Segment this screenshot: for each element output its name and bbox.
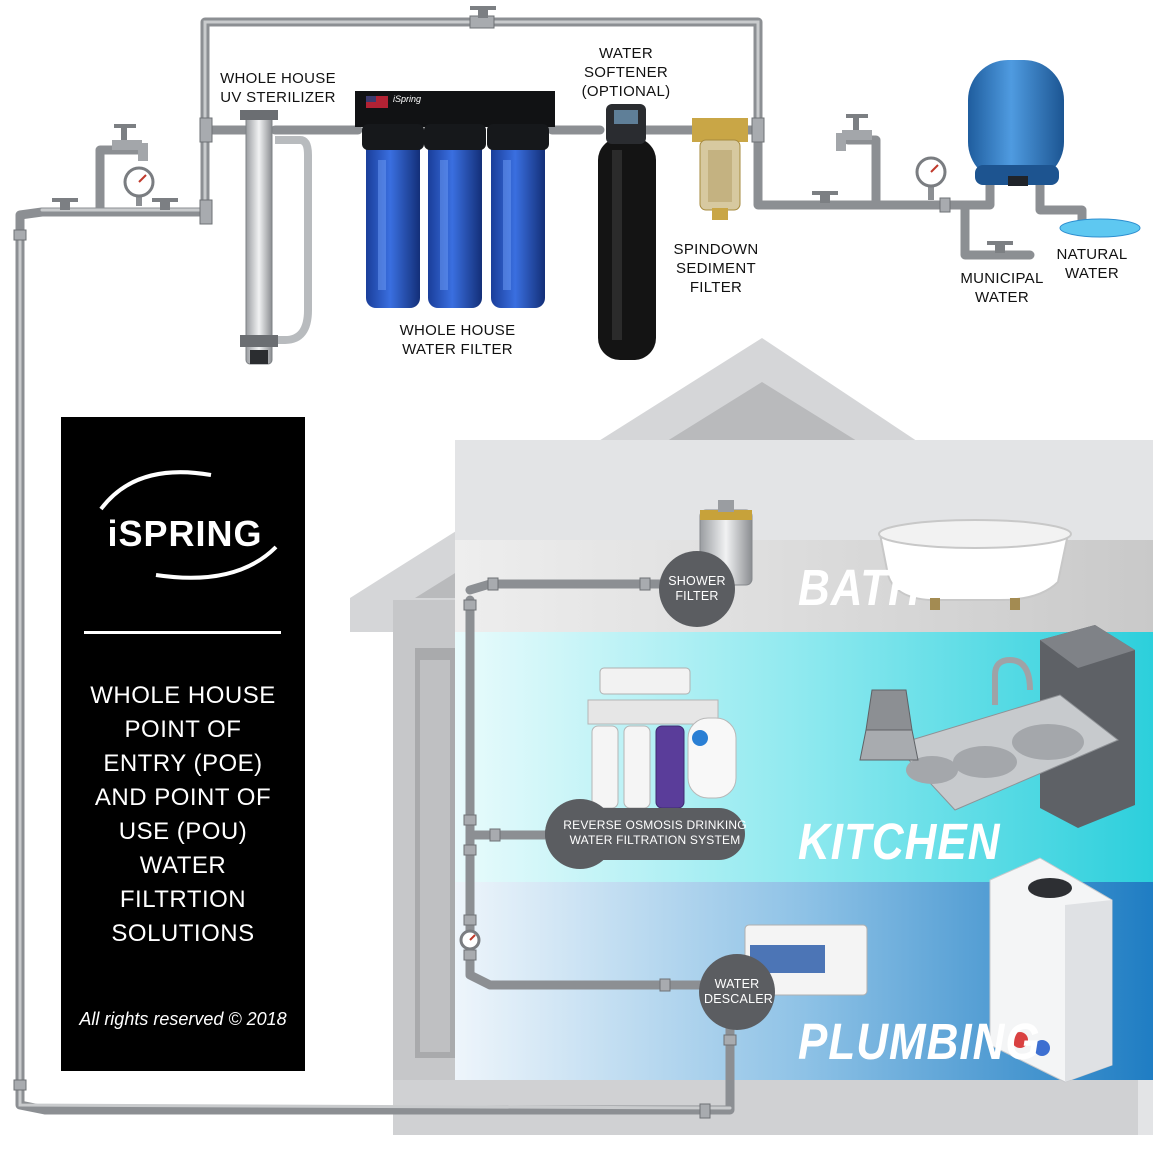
bathtub <box>878 519 1072 610</box>
spindown-filter-label: SPINDOWN SEDIMENT FILTER <box>673 241 759 296</box>
natural-water-pool <box>1059 218 1141 238</box>
valve-handles <box>52 6 1013 253</box>
pressure-gauge-left <box>123 166 155 206</box>
kitchen-sink <box>894 656 1119 811</box>
filter-brand-text: iSpring <box>393 94 422 104</box>
house-gauge <box>459 929 481 951</box>
moka-pot <box>859 689 919 761</box>
municipal-water-label: MUNICIPAL WATER <box>960 270 1044 306</box>
ispring-logo: iSPRING <box>107 513 263 554</box>
ro-bubble-cap <box>545 799 615 869</box>
house-door-inner <box>420 660 450 1052</box>
water-descaler-bubble: WATER DESCALER <box>704 977 773 1006</box>
water-softener <box>598 104 656 360</box>
faucet-left <box>112 124 148 161</box>
shower-filter-bubble: SHOWER FILTER <box>668 574 726 603</box>
spindown-sediment-filter <box>692 118 748 220</box>
panel-headline: WHOLE HOUSE POINT OF ENTRY (POE) AND POI… <box>90 682 276 947</box>
info-panel: iSPRING WHOLE HOUSE POINT OF ENTRY (POE)… <box>61 417 305 1071</box>
ro-system-device <box>587 667 737 809</box>
pressure-tank <box>968 60 1064 186</box>
pressure-gauge-right <box>915 156 947 200</box>
natural-water-label: NATURAL WATER <box>1056 246 1128 282</box>
panel-divider <box>84 631 281 634</box>
whole-house-water-filter <box>355 91 555 308</box>
room-label-bath: BATH <box>798 560 921 617</box>
whole-house-filter-label: WHOLE HOUSE WATER FILTER <box>399 322 516 358</box>
shower-filter-bubble-bg <box>659 551 735 627</box>
uv-sterilizer-label: WHOLE HOUSE UV STERILIZER <box>220 70 336 106</box>
logo-swoosh <box>99 470 278 580</box>
copyright-text: All rights reserved © 2018 <box>79 1009 287 1029</box>
house-pipe-joints <box>463 577 737 1046</box>
faucet-right <box>836 114 872 151</box>
reverse-osmosis-bubble: REVERSE OSMOSIS DRINKING WATER FILTRATIO… <box>563 818 747 847</box>
pipe-joints <box>13 15 951 1119</box>
water-softener-label: WATER SOFTENER (OPTIONAL) <box>581 45 671 100</box>
water-descaler-device <box>744 924 868 996</box>
room-label-kitchen: KITCHEN <box>798 814 1001 871</box>
water-heater <box>989 857 1113 1083</box>
uv-sterilizer <box>240 110 312 365</box>
descaler-bubble-bg <box>699 954 775 1030</box>
room-label-plumbing: PLUMBING <box>798 1014 1041 1071</box>
